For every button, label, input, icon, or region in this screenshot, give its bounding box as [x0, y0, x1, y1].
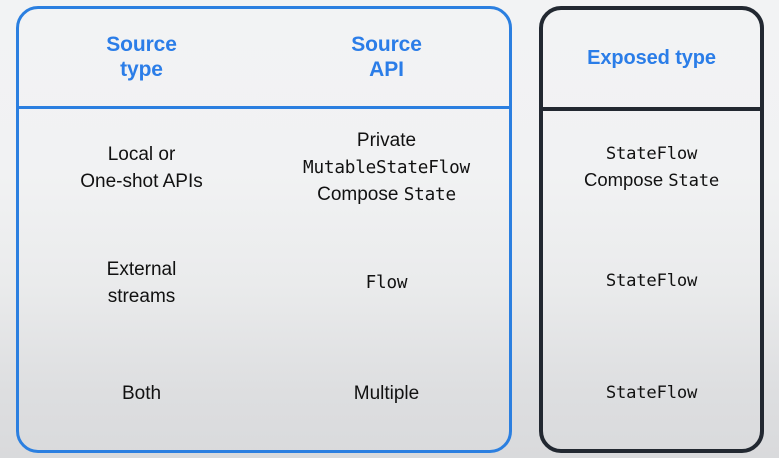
- cell-source-type: Both: [121, 383, 162, 405]
- exposed-table-header-row: Exposed type: [543, 10, 760, 111]
- table-row: StateFlow: [543, 224, 760, 337]
- cell-source-api: Flow: [365, 273, 408, 294]
- column-header-exposed-type: Exposed type: [587, 46, 716, 69]
- cell-source-api: Multiple: [353, 383, 420, 405]
- table-row: Both Multiple: [19, 339, 509, 450]
- cell-exposed-type: StateFlow: [605, 270, 698, 291]
- table-row: StateFlow: [543, 336, 760, 449]
- cell-exposed-type: StateFlow: [605, 383, 698, 404]
